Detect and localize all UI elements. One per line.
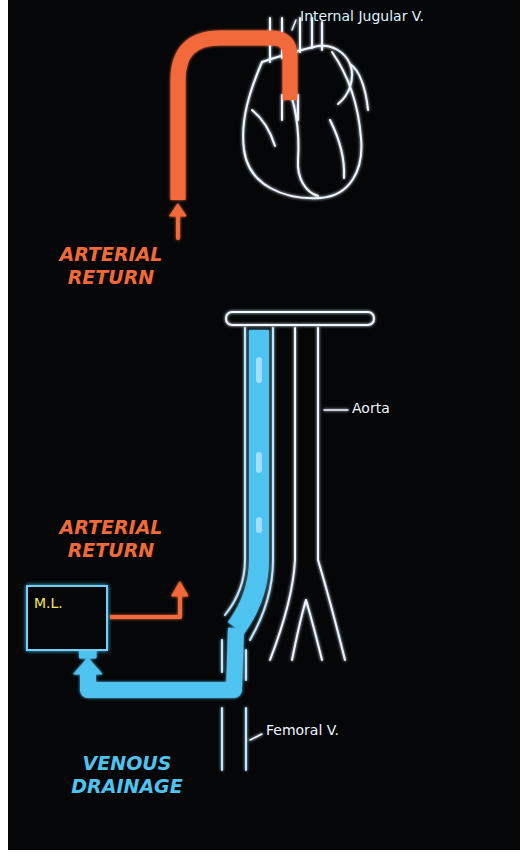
oxygenator-box: M.L. [26,585,108,651]
flow-label: ARTERIAL RETURN [50,243,172,289]
vessel-label: Femoral V. [266,722,406,739]
flow-label: ARTERIAL RETURN [50,516,172,562]
vessel-label: Internal Jugular V. [300,8,500,25]
node-text: M.L. [34,595,100,611]
vessel-label: Aorta [352,400,452,417]
flow-label: VENOUS DRAINAGE [62,752,192,798]
